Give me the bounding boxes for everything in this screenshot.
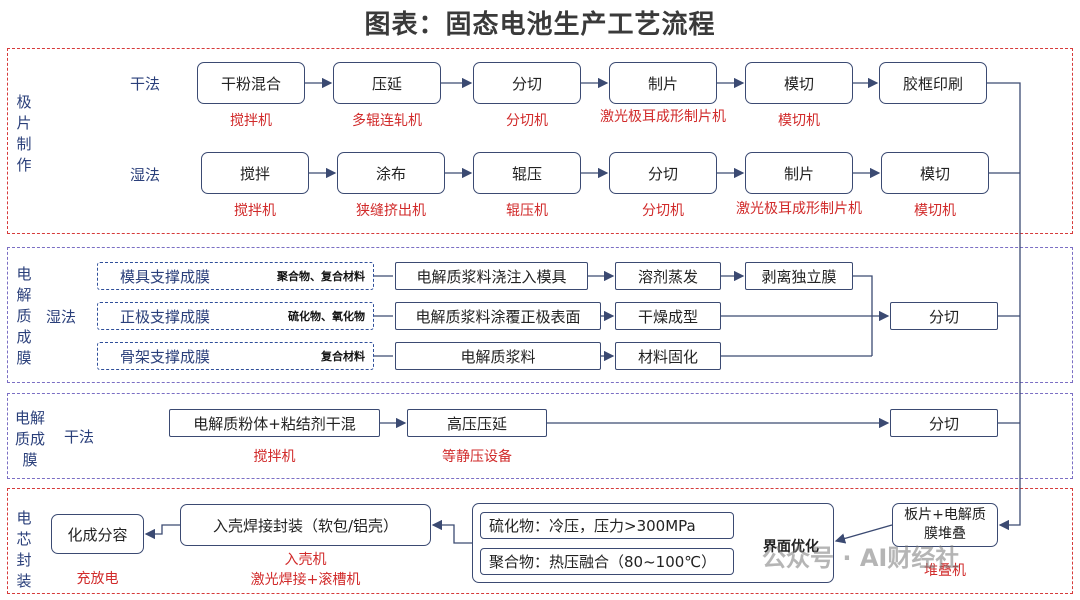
step-material-curing: 材料固化 bbox=[615, 342, 721, 370]
step-frame-printing: 胶框印刷 bbox=[879, 62, 987, 104]
step-die-cutting: 模切 bbox=[745, 62, 853, 104]
dry-membrane-method-label: 干法 bbox=[64, 428, 95, 446]
step-solvent-evaporation: 溶剂蒸发 bbox=[615, 262, 721, 290]
machine-slitter: 分切机 bbox=[506, 113, 548, 129]
support-skeleton: 骨架支撑成膜 复合材料 bbox=[97, 342, 374, 370]
watermark: 公众号 · AI财经社 bbox=[762, 544, 960, 572]
step-dry-membrane-slitting: 分切 bbox=[890, 409, 998, 437]
stacking-label: 板片+电解质膜堆叠 bbox=[904, 507, 986, 542]
machine-wet-laser-tab-former: 激光极耳成形制片机 bbox=[736, 201, 862, 217]
step-drying-forming: 干燥成型 bbox=[615, 302, 721, 330]
support-mold-name: 模具支撑成膜 bbox=[120, 267, 211, 286]
step-calendering: 压延 bbox=[333, 62, 441, 104]
electrode-section-label: 极片制作 bbox=[16, 93, 32, 174]
step-dry-mixing: 电解质粉体+粘结剂干混 bbox=[169, 409, 380, 437]
section-electrode bbox=[7, 48, 1073, 234]
machine-isostatic-press: 等静压设备 bbox=[442, 449, 512, 465]
section-dry-membrane bbox=[7, 393, 1073, 479]
step-roll-pressing: 辊压 bbox=[473, 152, 581, 194]
machine-die-cutter: 模切机 bbox=[778, 113, 820, 129]
diagram-title: 图表：固态电池生产工艺流程 bbox=[364, 10, 716, 40]
step-slitting: 分切 bbox=[473, 62, 581, 104]
support-cathode: 正极支撑成膜 硫化物、氧化物 bbox=[97, 302, 374, 330]
machine-laser-tab-former: 激光极耳成形制片机 bbox=[600, 109, 726, 125]
interface-sulfide: 硫化物：冷压，压力>300MPa bbox=[480, 512, 734, 539]
step-wet-slitting: 分切 bbox=[609, 152, 717, 194]
process-slurry-casting: 电解质浆料浇注入模具 bbox=[395, 262, 588, 290]
support-mold: 模具支撑成膜 聚合物、复合材料 bbox=[97, 262, 374, 290]
section-wet-membrane bbox=[7, 247, 1073, 383]
machine-stacker: 堆叠机 bbox=[924, 563, 966, 579]
support-mold-material: 聚合物、复合材料 bbox=[277, 270, 365, 283]
machine-charge-discharge: 充放电 bbox=[76, 571, 119, 587]
step-sheet-making: 制片 bbox=[609, 62, 717, 104]
process-slurry: 电解质浆料 bbox=[395, 342, 601, 370]
step-casing-welding: 入壳焊接封装（软包/铝壳） bbox=[180, 504, 431, 546]
cell-section-label: 电芯封装 bbox=[16, 509, 32, 590]
machine-multi-roll-mill: 多辊连轧机 bbox=[352, 113, 422, 129]
step-high-pressure-rolling: 高压压延 bbox=[407, 409, 547, 437]
machine-mixer: 搅拌机 bbox=[230, 113, 272, 129]
machine-laser-welder: 激光焊接+滚槽机 bbox=[250, 572, 361, 588]
machine-dry-mixer: 搅拌机 bbox=[253, 449, 296, 465]
process-slurry-coating: 电解质浆料涂覆正极表面 bbox=[395, 302, 601, 330]
section-cell-packaging bbox=[7, 488, 1073, 594]
support-cathode-material: 硫化物、氧化物 bbox=[288, 310, 365, 323]
machine-casing: 入壳机 bbox=[284, 552, 327, 568]
support-skeleton-name: 骨架支撑成膜 bbox=[120, 347, 211, 366]
machine-slot-die: 狭缝挤出机 bbox=[356, 203, 426, 219]
step-mixing: 搅拌 bbox=[201, 152, 309, 194]
dry-membrane-section-label: 电解质成膜 bbox=[14, 409, 45, 469]
machine-wet-mixer: 搅拌机 bbox=[234, 203, 276, 219]
support-skeleton-material: 复合材料 bbox=[321, 350, 365, 363]
step-formation-grading: 化成分容 bbox=[51, 514, 144, 554]
step-dry-powder-mixing: 干粉混合 bbox=[197, 62, 305, 104]
wet-membrane-method-label: 湿法 bbox=[46, 308, 77, 326]
machine-roll-press: 辊压机 bbox=[506, 203, 548, 219]
wet-membrane-section-label: 电解质成膜 bbox=[16, 265, 32, 367]
wet-method-label: 湿法 bbox=[130, 166, 161, 184]
step-wet-sheet-making: 制片 bbox=[745, 152, 853, 194]
step-peel-membrane: 剥离独立膜 bbox=[745, 262, 853, 290]
dry-method-label: 干法 bbox=[130, 75, 161, 93]
step-coating: 涂布 bbox=[337, 152, 445, 194]
machine-wet-slitter: 分切机 bbox=[642, 203, 684, 219]
support-cathode-name: 正极支撑成膜 bbox=[120, 307, 211, 326]
interface-polymer: 聚合物：热压融合（80~100℃） bbox=[480, 548, 734, 575]
step-membrane-slitting: 分切 bbox=[890, 302, 998, 330]
step-wet-die-cutting: 模切 bbox=[881, 152, 989, 194]
step-stacking: 板片+电解质膜堆叠 bbox=[892, 503, 998, 547]
interface-optimization-label: 界面优化 bbox=[763, 539, 819, 555]
machine-wet-die-cutter: 模切机 bbox=[914, 203, 956, 219]
